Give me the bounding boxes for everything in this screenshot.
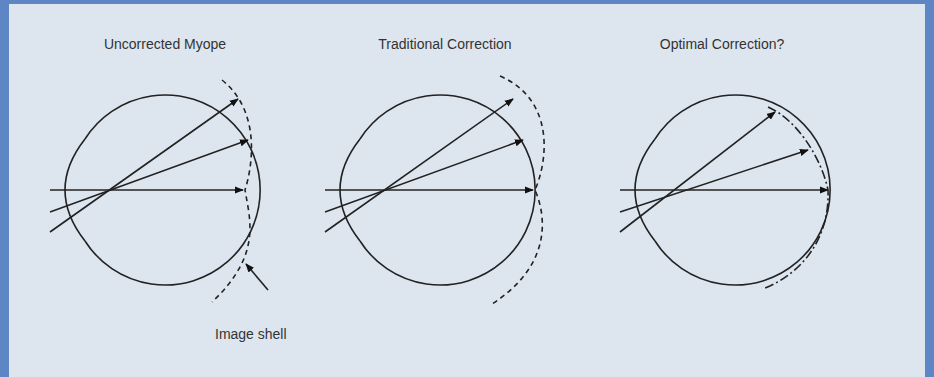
light-ray [620, 189, 828, 191]
eye-traditional [325, 76, 544, 304]
eye-uncorrected [50, 80, 268, 302]
light-ray [620, 150, 808, 212]
panel-heading: Uncorrected Myope [104, 36, 226, 53]
light-ray [325, 189, 533, 191]
panel-heading: Optimal Correction? [660, 36, 785, 53]
light-ray [246, 264, 268, 290]
image-shell [492, 76, 544, 304]
light-ray [50, 189, 243, 191]
panel-heading: Traditional Correction [378, 36, 511, 53]
light-ray [325, 140, 523, 212]
light-ray [325, 99, 513, 232]
light-ray [50, 140, 248, 212]
image-shell [212, 80, 251, 302]
image-shell [765, 107, 828, 288]
part-label: Image shell [215, 326, 287, 343]
eye-optimal [620, 95, 830, 288]
light-ray [620, 112, 775, 232]
light-ray [50, 99, 238, 232]
